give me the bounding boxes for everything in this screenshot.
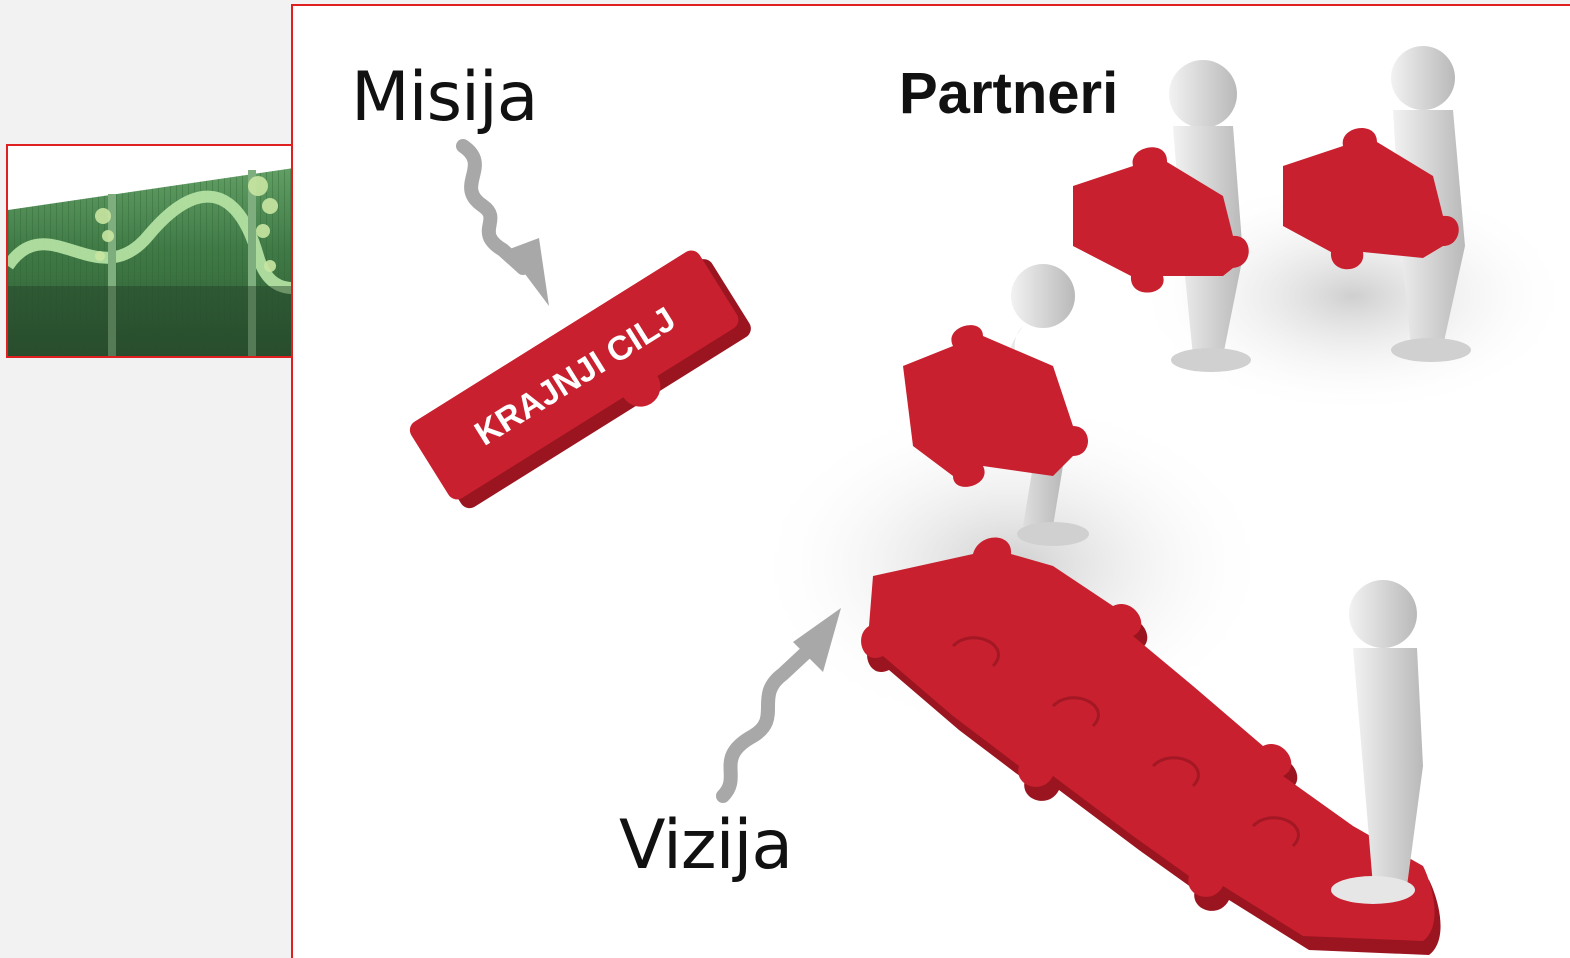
puzzle-piece-icon [903, 325, 1088, 487]
goal-puzzle-piece: KRAJNJI CILJ [409, 250, 751, 509]
partners-label: Partneri [899, 61, 1119, 126]
puzzle-scene: KRAJNJI CILJ [409, 46, 1570, 955]
person-figure-icon [1331, 580, 1423, 904]
assembled-puzzle-path [861, 537, 1441, 955]
curved-arrow-down-icon [456, 139, 549, 306]
mission-label: Misija [351, 58, 538, 137]
curved-arrow-up-icon [716, 608, 841, 803]
vision-label: Vizija [619, 806, 793, 885]
puzzle-piece-icon [1283, 128, 1459, 270]
strategy-illustration: KRAJNJI CILJ [291, 4, 1570, 958]
puzzle-piece-icon [1073, 147, 1249, 293]
